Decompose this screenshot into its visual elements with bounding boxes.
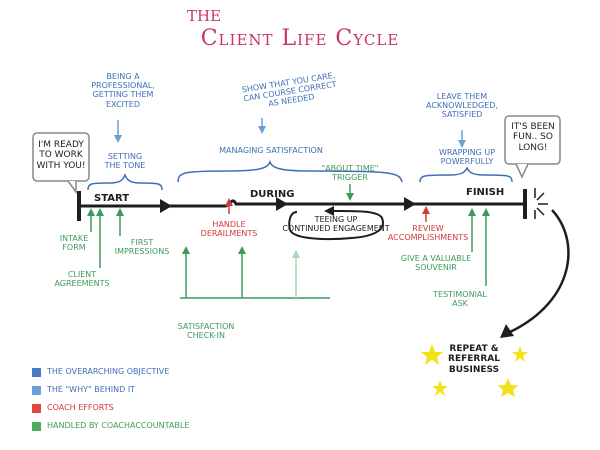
why-acknowledged: Leave them acknowledged, satisfied <box>426 92 498 120</box>
timeline-arrow-2 <box>276 197 288 211</box>
bubble-fun-tail <box>515 163 529 179</box>
timeline-arrow-1 <box>160 199 172 213</box>
handled-intake: Intake form <box>59 234 89 253</box>
arrow-why-acknowledged-head <box>458 140 466 148</box>
objective-setting-tone: Setting the tone <box>104 152 146 171</box>
arrow-intake-head <box>87 208 95 216</box>
handled-checkin: Satisfaction check-in <box>177 322 235 341</box>
arrow-trigger-head <box>346 193 354 201</box>
arrow-souvenir-head <box>468 208 476 216</box>
legend-swatch <box>32 367 41 377</box>
bubble-fun <box>504 115 561 165</box>
stage-during: During <box>250 189 295 200</box>
arrow-why-professional-head <box>114 135 122 143</box>
handled-impressions: First impressions <box>114 238 170 257</box>
teeing-loop <box>288 209 384 241</box>
arrow-repeat <box>509 209 570 334</box>
handled-agreements: Client agreements <box>54 270 110 289</box>
star-icon <box>432 380 448 396</box>
legend-item-coach: Coach efforts <box>32 401 114 415</box>
objective-wrapping: Wrapping up powerfully <box>438 148 496 167</box>
arrow-testimonial-head <box>482 208 490 216</box>
brace-managing <box>177 159 403 183</box>
repeat-referral-business: Repeat & Referral business <box>448 344 500 375</box>
bubble-ready-tail <box>67 180 77 195</box>
legend-item-why: The "why" behind it <box>32 383 135 397</box>
handled-trigger: "About time" trigger <box>321 164 379 183</box>
timeline-line <box>80 199 525 208</box>
handled-testimonial: Testimonial ask <box>433 290 487 309</box>
arrow-checkin-2-head <box>238 246 246 254</box>
arrow-repeat-head <box>500 324 514 338</box>
arrow-impressions-head <box>116 208 124 216</box>
timeline-end-bar <box>523 189 527 219</box>
arrow-derailments-head <box>225 198 233 206</box>
bubble-fun-text: It's been fun.. so long! <box>511 122 555 153</box>
page-title: Client Life Cycle <box>200 26 400 51</box>
objective-managing: Managing Satisfaction <box>219 146 323 155</box>
teeing-loop-head <box>324 206 334 216</box>
brace-wrapping <box>419 166 513 183</box>
why-professional: Being a professional, getting them excit… <box>91 72 155 109</box>
arrow-agreements-head <box>96 208 104 216</box>
stage-start: Start <box>94 193 130 204</box>
end-sparkle-icon <box>534 188 548 219</box>
legend-item-objective: The overarching objective <box>32 365 169 379</box>
star-icon <box>498 378 518 397</box>
bubble-ready-text: I'm ready to work with you! <box>36 140 86 171</box>
arrow-why-care-head <box>258 126 266 134</box>
stage-finish: Finish <box>466 187 505 198</box>
legend-swatch <box>32 403 41 413</box>
timeline-arrow-3 <box>404 197 416 211</box>
arrow-checkin-1-head <box>182 246 190 254</box>
star-icon <box>421 344 443 365</box>
handled-souvenir: Give a valuable souvenir <box>400 254 472 273</box>
title-line1: The <box>186 7 222 25</box>
brace-setting-tone <box>87 172 163 191</box>
legend-swatch <box>32 421 41 431</box>
bubble-ready <box>32 132 90 182</box>
arrow-review-head <box>422 206 430 214</box>
timeline-start-bar <box>77 191 81 221</box>
coach-derailments: Handle derailments <box>200 220 258 239</box>
arrow-checkin-3-head <box>292 250 300 258</box>
handled-teeing: Teeing up continued engagement <box>282 215 390 234</box>
legend-swatch <box>32 385 41 395</box>
legend-item-handled: Handled by CoachAccountable <box>32 419 189 433</box>
star-icon <box>512 346 528 362</box>
coach-review: Review accomplishments <box>387 224 469 243</box>
